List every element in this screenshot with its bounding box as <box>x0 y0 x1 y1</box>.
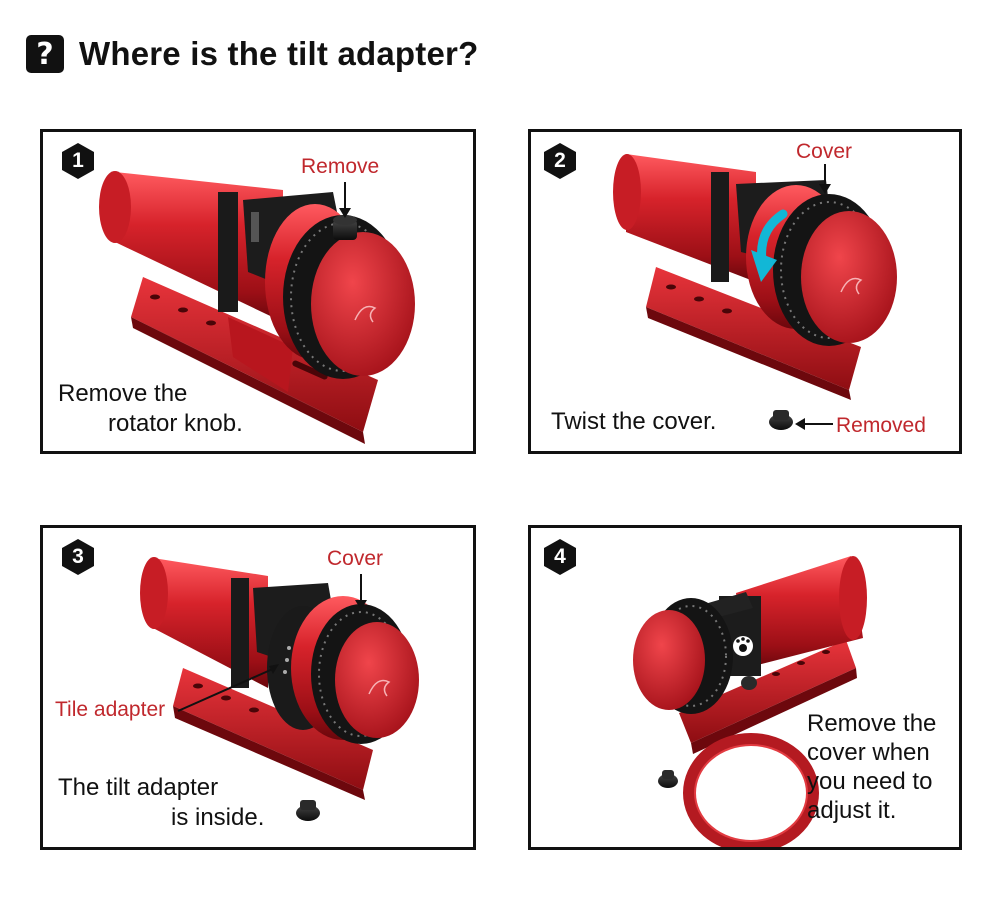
step-panel-4: 4 Remove the cover when you need to adju… <box>528 525 962 850</box>
step-number-badge: 2 <box>541 142 579 180</box>
caption-line-1: The tilt adapter <box>58 774 219 801</box>
telescope-image <box>633 556 867 847</box>
caption-line-1: Remove the <box>58 380 188 407</box>
cover-label: Cover <box>327 547 384 570</box>
caption-line-4: adjust it. <box>807 797 897 824</box>
page-header: ? Where is the tilt adapter? <box>26 34 478 74</box>
remove-label: Remove <box>301 155 380 178</box>
removed-label: Removed <box>836 414 926 437</box>
caption-line-2: rotator knob. <box>108 410 243 437</box>
caption-line-3: you need to <box>807 768 933 795</box>
step-panel-2: 2 Cover Twist the cover. Removed <box>528 129 962 454</box>
step-number-badge: 1 <box>59 142 97 180</box>
step-number-badge: 3 <box>59 538 97 576</box>
step-panel-1: 1 Remove Remove the rotator knob. <box>40 129 476 454</box>
caption-line-2: cover when <box>807 739 930 766</box>
step-panel-3: 3 Cover Tile adapter The tilt adapter is… <box>40 525 476 850</box>
cover-label: Cover <box>796 140 853 163</box>
caption: Twist the cover. <box>551 408 717 435</box>
question-icon: ? <box>26 35 64 73</box>
telescope-image <box>140 557 419 821</box>
telescope-image <box>613 154 897 430</box>
tilt-adapter-label: Tile adapter <box>55 698 166 721</box>
telescope-image <box>99 171 415 444</box>
caption-line-1: Remove the <box>807 710 937 737</box>
step-number-badge: 4 <box>541 538 579 576</box>
caption-line-2: is inside. <box>171 804 265 831</box>
page-title: Where is the tilt adapter? <box>79 35 479 72</box>
